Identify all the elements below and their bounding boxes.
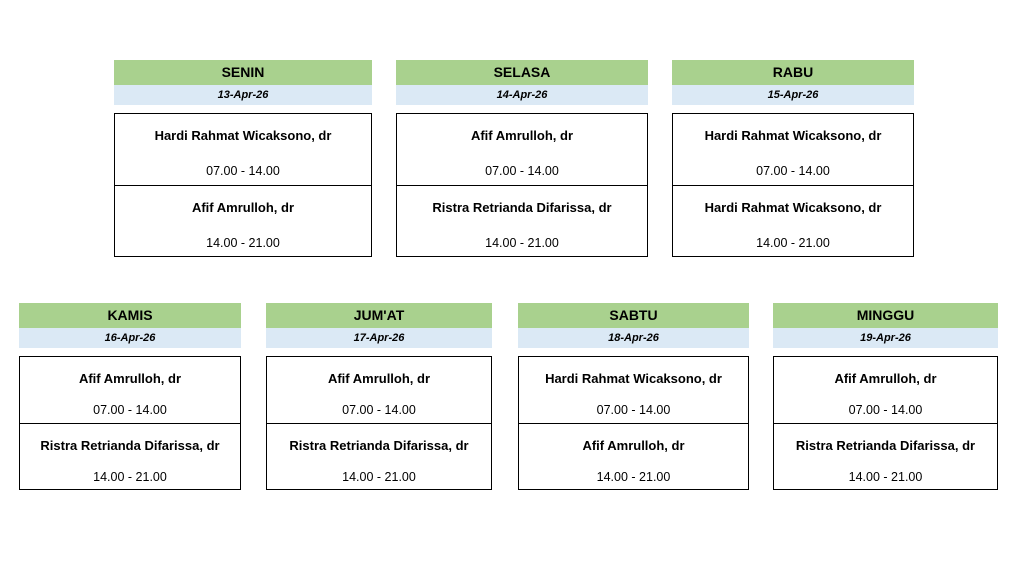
morning-shift: Afif Amrulloh, dr 07.00 - 14.00 — [267, 357, 491, 423]
morning-shift: Afif Amrulloh, dr 07.00 - 14.00 — [774, 357, 997, 423]
afternoon-shift: Ristra Retrianda Difarissa, dr 14.00 - 2… — [267, 423, 491, 489]
afternoon-shift: Ristra Retrianda Difarissa, dr 14.00 - 2… — [20, 423, 240, 489]
day-name: KAMIS — [19, 303, 241, 328]
doctor-name: Afif Amrulloh, dr — [470, 128, 574, 143]
doctor-name: Afif Amrulloh, dr — [191, 200, 295, 215]
shift-time: 07.00 - 14.00 — [342, 403, 416, 417]
day-date: 19-Apr-26 — [773, 328, 998, 348]
day-card-kamis: KAMIS 16-Apr-26 Afif Amrulloh, dr 07.00 … — [19, 303, 241, 490]
shift-time: 07.00 - 14.00 — [848, 403, 923, 417]
shift-time: 14.00 - 21.00 — [93, 470, 167, 484]
doctor-name: Afif Amrulloh, dr — [78, 371, 182, 386]
doctor-name: Ristra Retrianda Difarissa, dr — [289, 438, 469, 453]
day-name: SABTU — [518, 303, 749, 328]
doctor-name: Hardi Rahmat Wicaksono, dr — [704, 128, 882, 143]
doctor-name: Afif Amrulloh, dr — [834, 371, 937, 386]
afternoon-shift: Hardi Rahmat Wicaksono, dr 14.00 - 21.00 — [673, 185, 913, 256]
shift-table: Afif Amrulloh, dr 07.00 - 14.00 Ristra R… — [773, 356, 998, 490]
shift-table: Afif Amrulloh, dr 07.00 - 14.00 Ristra R… — [396, 113, 648, 257]
doctor-name: Hardi Rahmat Wicaksono, dr — [154, 128, 332, 143]
day-card-sabtu: SABTU 18-Apr-26 Hardi Rahmat Wicaksono, … — [518, 303, 749, 490]
morning-shift: Hardi Rahmat Wicaksono, dr 07.00 - 14.00 — [115, 114, 371, 185]
doctor-name: Afif Amrulloh, dr — [327, 371, 431, 386]
shift-time: 14.00 - 21.00 — [756, 236, 830, 250]
shift-time: 14.00 - 21.00 — [342, 470, 416, 484]
day-name: SENIN — [114, 60, 372, 85]
day-name: MINGGU — [773, 303, 998, 328]
day-name: SELASA — [396, 60, 648, 85]
morning-shift: Afif Amrulloh, dr 07.00 - 14.00 — [20, 357, 240, 423]
shift-time: 14.00 - 21.00 — [206, 236, 280, 250]
shift-time: 07.00 - 14.00 — [485, 164, 559, 178]
day-card-minggu: MINGGU 19-Apr-26 Afif Amrulloh, dr 07.00… — [773, 303, 998, 490]
afternoon-shift: Ristra Retrianda Difarissa, dr 14.00 - 2… — [397, 185, 647, 256]
shift-table: Hardi Rahmat Wicaksono, dr 07.00 - 14.00… — [114, 113, 372, 257]
day-card-rabu: RABU 15-Apr-26 Hardi Rahmat Wicaksono, d… — [672, 60, 914, 257]
day-date: 15-Apr-26 — [672, 85, 914, 105]
doctor-name: Ristra Retrianda Difarissa, dr — [40, 438, 220, 453]
shift-time: 14.00 - 21.00 — [596, 470, 671, 484]
shift-time: 14.00 - 21.00 — [485, 236, 559, 250]
day-date: 18-Apr-26 — [518, 328, 749, 348]
doctor-name: Ristra Retrianda Difarissa, dr — [795, 438, 976, 453]
shift-table: Afif Amrulloh, dr 07.00 - 14.00 Ristra R… — [19, 356, 241, 490]
afternoon-shift: Afif Amrulloh, dr 14.00 - 21.00 — [519, 423, 748, 489]
day-name: JUM'AT — [266, 303, 492, 328]
shift-time: 07.00 - 14.00 — [93, 403, 167, 417]
day-date: 16-Apr-26 — [19, 328, 241, 348]
day-name: RABU — [672, 60, 914, 85]
day-card-jumat: JUM'AT 17-Apr-26 Afif Amrulloh, dr 07.00… — [266, 303, 492, 490]
shift-time: 07.00 - 14.00 — [206, 164, 280, 178]
shift-table: Hardi Rahmat Wicaksono, dr 07.00 - 14.00… — [672, 113, 914, 257]
day-card-selasa: SELASA 14-Apr-26 Afif Amrulloh, dr 07.00… — [396, 60, 648, 257]
day-date: 14-Apr-26 — [396, 85, 648, 105]
morning-shift: Afif Amrulloh, dr 07.00 - 14.00 — [397, 114, 647, 185]
shift-time: 07.00 - 14.00 — [596, 403, 671, 417]
morning-shift: Hardi Rahmat Wicaksono, dr 07.00 - 14.00 — [519, 357, 748, 423]
morning-shift: Hardi Rahmat Wicaksono, dr 07.00 - 14.00 — [673, 114, 913, 185]
shift-time: 07.00 - 14.00 — [756, 164, 830, 178]
doctor-name: Afif Amrulloh, dr — [582, 438, 685, 453]
day-date: 13-Apr-26 — [114, 85, 372, 105]
day-card-senin: SENIN 13-Apr-26 Hardi Rahmat Wicaksono, … — [114, 60, 372, 257]
shift-table: Afif Amrulloh, dr 07.00 - 14.00 Ristra R… — [266, 356, 492, 490]
day-date: 17-Apr-26 — [266, 328, 492, 348]
doctor-name: Ristra Retrianda Difarissa, dr — [432, 200, 612, 215]
doctor-name: Hardi Rahmat Wicaksono, dr — [704, 200, 882, 215]
afternoon-shift: Ristra Retrianda Difarissa, dr 14.00 - 2… — [774, 423, 997, 489]
doctor-name: Hardi Rahmat Wicaksono, dr — [545, 371, 722, 386]
shift-table: Hardi Rahmat Wicaksono, dr 07.00 - 14.00… — [518, 356, 749, 490]
afternoon-shift: Afif Amrulloh, dr 14.00 - 21.00 — [115, 185, 371, 256]
shift-time: 14.00 - 21.00 — [848, 470, 923, 484]
